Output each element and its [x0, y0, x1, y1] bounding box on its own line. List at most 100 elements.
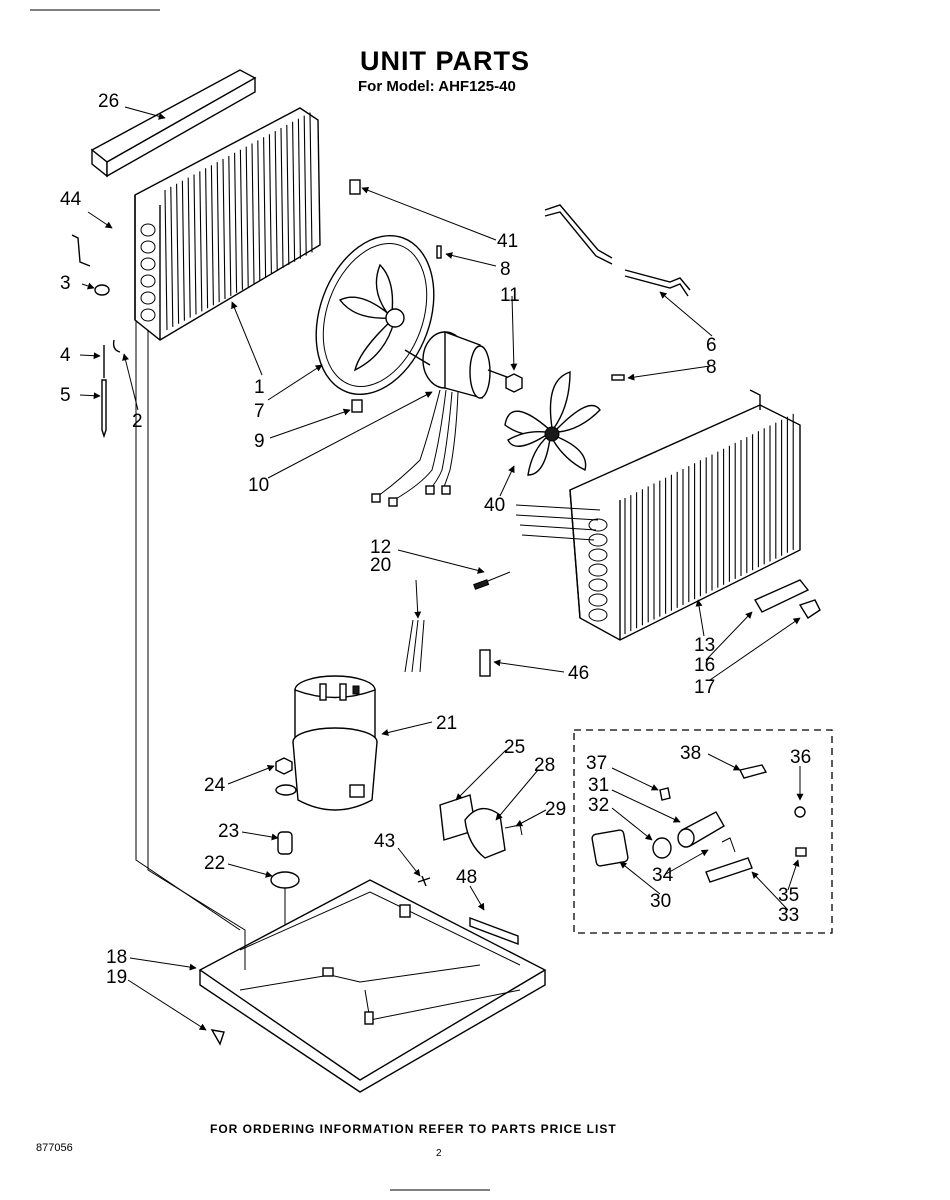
part-6-tube-a: [544, 204, 613, 259]
callout-25: 25: [504, 737, 526, 758]
callout-34: 34: [652, 865, 674, 886]
callout-arrow: [611, 789, 681, 823]
part-7-fan-shroud: [315, 234, 435, 396]
callout-37: 37: [586, 753, 608, 774]
callout-arrow: [227, 863, 273, 878]
part-17-clip: [798, 599, 821, 619]
callout-arrow: [707, 753, 741, 771]
part-37-clip: [659, 787, 671, 801]
callout-arrow: [79, 392, 101, 400]
callout-3: 3: [60, 273, 71, 294]
part-35-nut: [795, 847, 807, 857]
part-6-tube-b2: [624, 275, 689, 297]
callout-arrow: [611, 767, 659, 791]
part-28-cover: [464, 807, 506, 859]
callout-arrow: [267, 391, 433, 479]
inset-parts: [591, 764, 807, 883]
callout-6: 6: [706, 335, 717, 356]
callout-46: 46: [568, 663, 590, 684]
callout-19: 19: [106, 967, 128, 988]
part-13-evaporator-coil: [515, 389, 801, 641]
callout-31: 31: [588, 775, 610, 796]
callout-arrow: [122, 353, 139, 411]
callout-26: 26: [98, 91, 120, 112]
callout-arrow: [269, 408, 351, 439]
part-33-overload: [705, 857, 753, 883]
part-40-blower-wheel: [504, 371, 601, 476]
callout-38: 38: [680, 743, 702, 764]
callout-arrow: [659, 291, 713, 337]
part-24-nut: [275, 757, 293, 775]
part-6-tube-a2: [544, 211, 613, 265]
callout-40: 40: [484, 495, 506, 516]
callout-41: 41: [497, 231, 519, 252]
callout-22: 22: [204, 853, 226, 874]
callout-32: 32: [588, 795, 610, 816]
callout-arrow: [499, 465, 515, 497]
callout-7: 7: [254, 401, 265, 422]
callout-28: 28: [534, 755, 556, 776]
callout-24: 24: [204, 775, 226, 796]
callout-arrow: [397, 847, 421, 877]
part-23-sleeve: [277, 831, 293, 855]
callout-arrow: [124, 106, 166, 120]
callout-arrow: [231, 301, 263, 376]
part-16-insulation: [754, 579, 810, 613]
callout-arrow: [81, 282, 95, 290]
part-10-fan-motor: [371, 330, 516, 507]
part-24-washer: [275, 784, 297, 796]
part-43-screw: [417, 875, 431, 887]
callout-arrow: [611, 807, 653, 841]
assembly-leader-line: [147, 330, 246, 970]
part-20-harness: [404, 619, 425, 673]
callout-arrow: [705, 611, 753, 661]
callout-36: 36: [790, 747, 812, 768]
callout-10: 10: [248, 475, 270, 496]
part-9-clip: [351, 399, 363, 413]
page-title: UNIT PARTS: [360, 46, 530, 76]
callout-arrow: [87, 211, 113, 229]
callout-arrow: [381, 721, 433, 736]
callout-9: 9: [254, 431, 265, 452]
callout-arrow: [665, 849, 709, 875]
callout-8a: 8: [500, 259, 511, 280]
callout-arrow: [695, 599, 705, 637]
part-31-capacitor-end: [677, 828, 695, 848]
callout-arrow: [445, 252, 497, 267]
callout-arrow: [129, 957, 197, 971]
callout-44: 44: [60, 189, 82, 210]
part-6-tube-b: [624, 269, 691, 291]
page-subtitle: For Model: AHF125-40: [358, 78, 516, 95]
callout-48: 48: [456, 867, 478, 888]
callout-arrow: [227, 765, 275, 785]
callout-11: 11: [500, 285, 520, 306]
document-number: 877056: [36, 1142, 73, 1154]
part-46-block: [479, 649, 491, 677]
callout-16: 16: [694, 655, 716, 676]
callout-5: 5: [60, 385, 71, 406]
callout-arrow: [79, 352, 101, 360]
callout-21: 21: [436, 713, 458, 734]
part-11-nut: [505, 373, 523, 393]
ordering-info-note: FOR ORDERING INFORMATION REFER TO PARTS …: [210, 1122, 617, 1136]
callout-43: 43: [374, 831, 396, 852]
callout-arrow: [619, 861, 661, 895]
part-12-connector: [473, 579, 490, 590]
callout-arrow: [267, 364, 323, 401]
part-8-setscrew-b: [611, 374, 625, 381]
callout-arrow: [510, 295, 518, 371]
callout-arrow: [515, 809, 547, 827]
callout-23: 23: [218, 821, 240, 842]
callout-13: 13: [694, 635, 716, 656]
part-32-cap: [652, 837, 672, 859]
part-41-clip: [349, 179, 361, 195]
callout-arrow: [414, 579, 422, 619]
callout-1: 1: [254, 377, 265, 398]
callout-arrow: [469, 885, 485, 911]
callout-17: 17: [694, 677, 716, 698]
page-number: 2: [436, 1148, 442, 1159]
callout-arrow: [493, 659, 565, 673]
callout-4: 4: [60, 345, 71, 366]
part-3-clip: [94, 284, 110, 296]
